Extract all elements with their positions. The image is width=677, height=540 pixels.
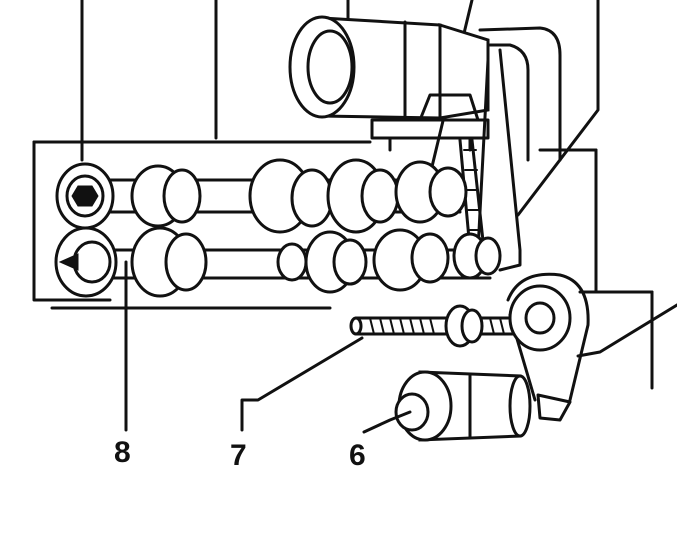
leader-lines-bottom bbox=[124, 260, 677, 434]
lower-pulley bbox=[506, 272, 590, 422]
callout-label-8: 8 bbox=[114, 436, 131, 469]
lower-shaft bbox=[54, 226, 502, 298]
leader-lines-top bbox=[80, 0, 600, 217]
upper-shaft bbox=[55, 158, 468, 234]
callout-label-7: 7 bbox=[230, 439, 247, 472]
top-motor bbox=[288, 15, 490, 120]
gearbox-housing bbox=[32, 140, 654, 390]
callout-label-6: 6 bbox=[349, 439, 366, 472]
motor-bracket bbox=[370, 93, 490, 152]
lower-motor bbox=[394, 370, 532, 442]
